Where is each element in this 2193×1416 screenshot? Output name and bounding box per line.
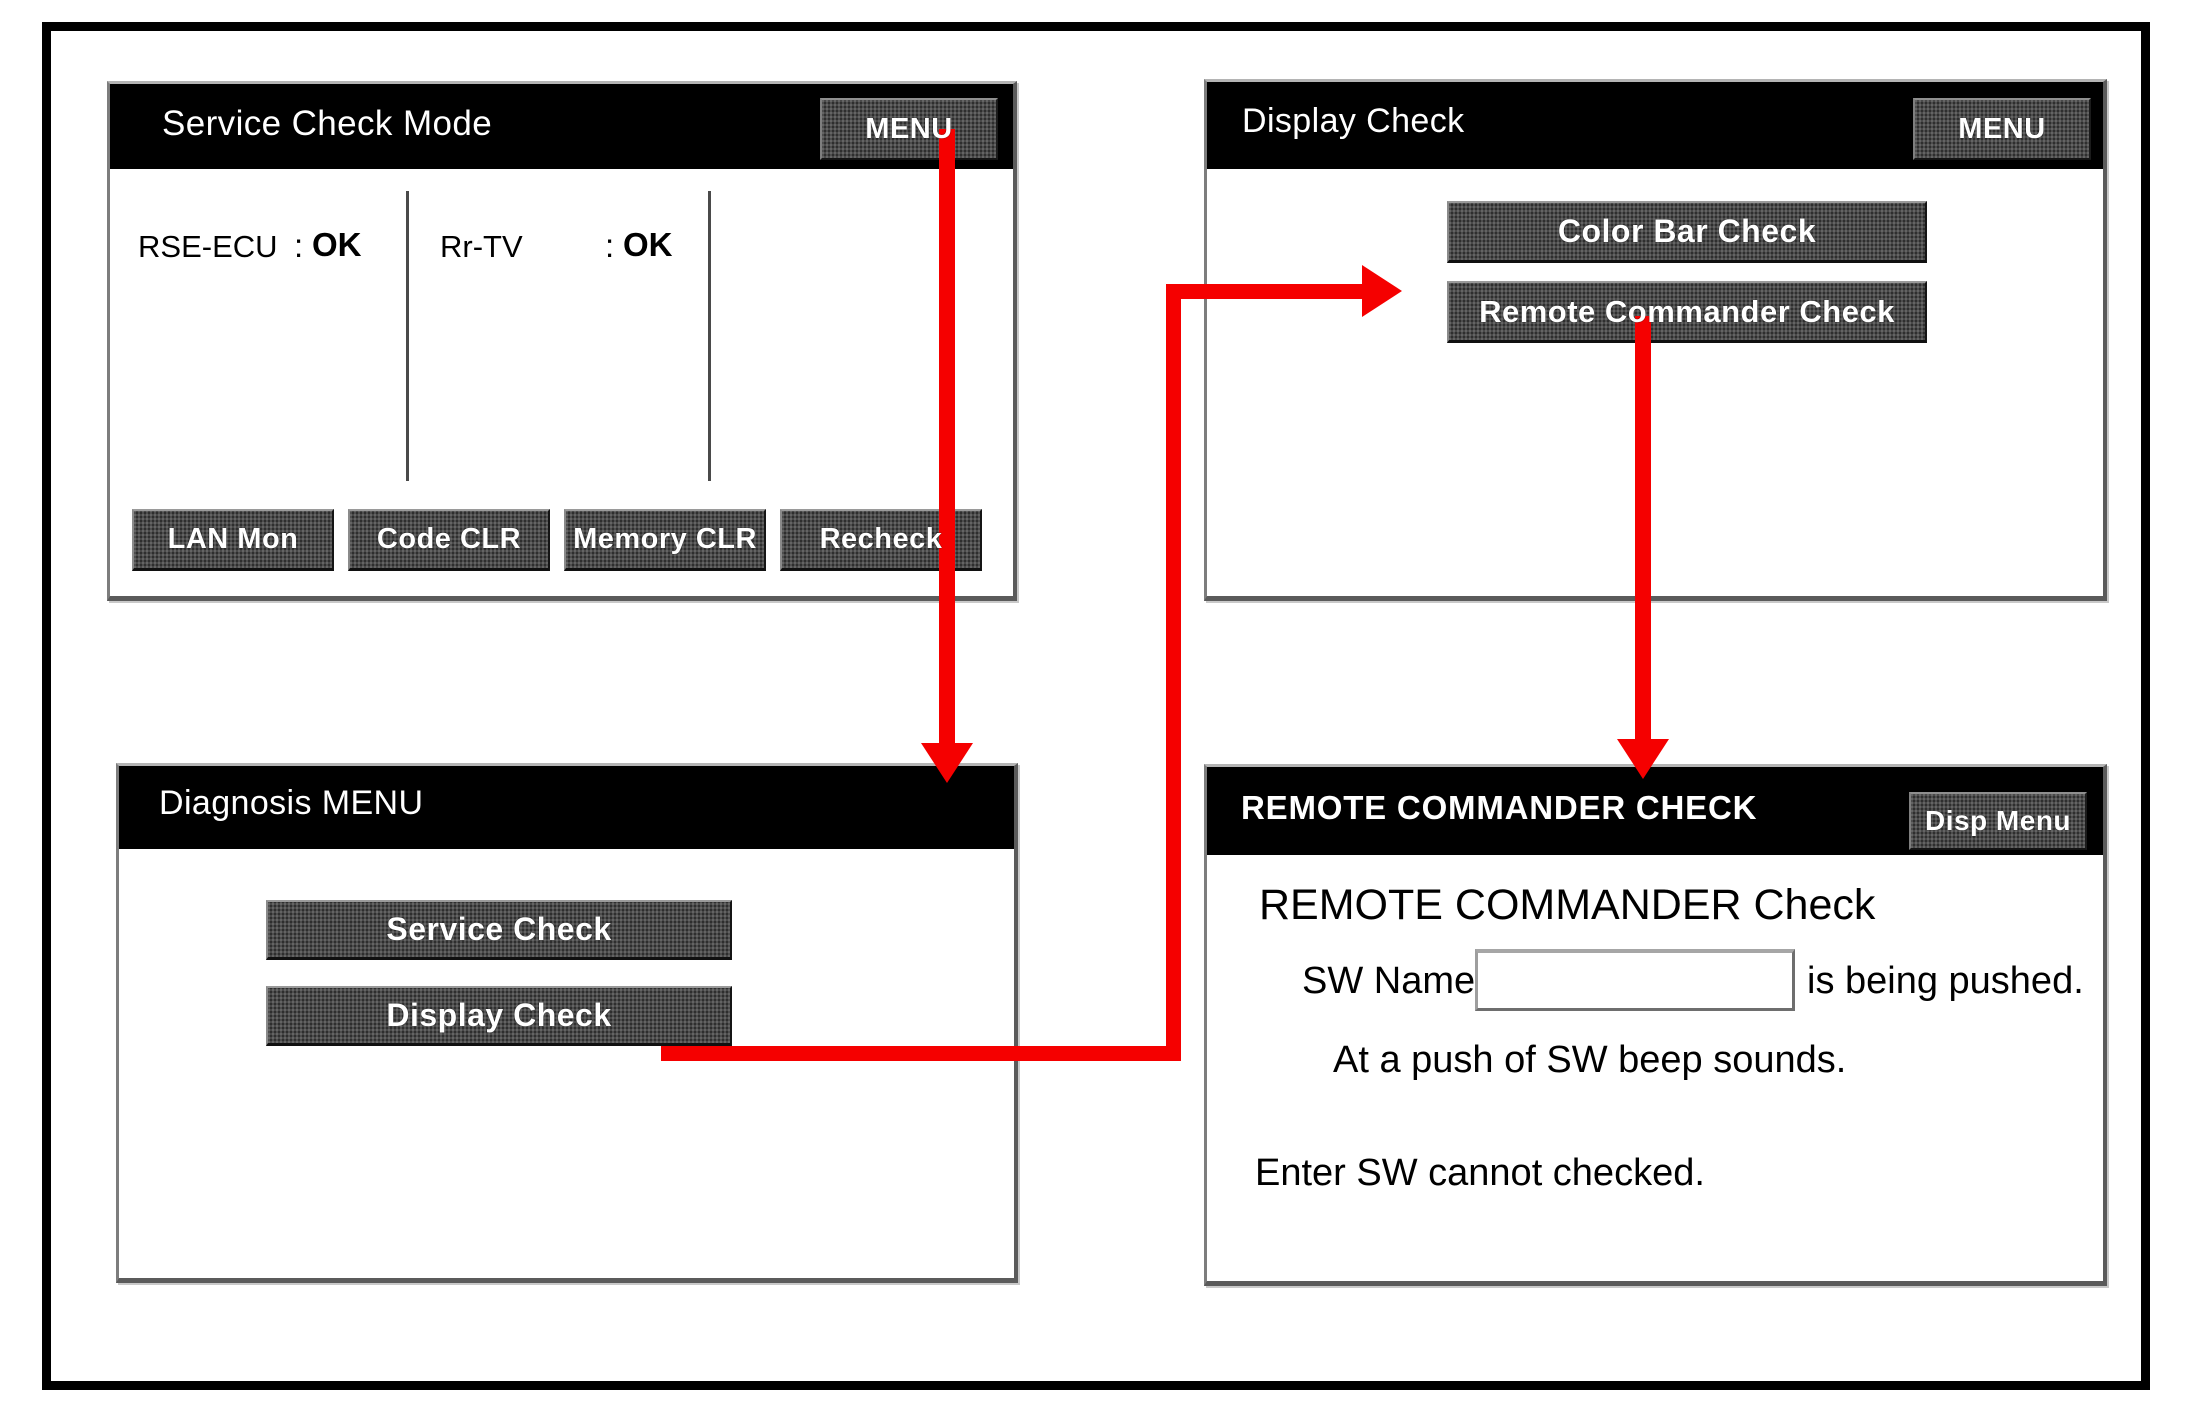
button-color-bar-check-label: Color Bar Check — [1557, 213, 1817, 249]
note-enter-sw: Enter SW cannot checked. — [1255, 1152, 1705, 1194]
button-remote-commander-check[interactable]: Remote Commander Check — [1447, 281, 1927, 343]
display-check-menu-button[interactable]: MENU — [1913, 98, 2091, 160]
service-check-titlebar: Service Check Mode MENU — [110, 84, 1013, 169]
button-color-bar-check[interactable]: Color Bar Check — [1447, 201, 1927, 263]
display-check-menu-button-label: MENU — [1958, 112, 2046, 145]
remote-commander-disp-menu-button[interactable]: Disp Menu — [1909, 792, 2087, 850]
arrow-remote-to-detail-shaft — [1635, 316, 1651, 746]
outer-frame: Service Check Mode MENU RSE-ECU : OK Rr-… — [42, 22, 2150, 1390]
button-service-check[interactable]: Service Check — [266, 900, 732, 960]
remote-commander-titlebar: REMOTE COMMANDER CHECK Disp Menu — [1207, 767, 2103, 855]
button-display-check-label: Display Check — [386, 997, 612, 1033]
panel-remote-commander-check: REMOTE COMMANDER CHECK Disp Menu REMOTE … — [1204, 764, 2107, 1286]
status-value-rr-tv: OK — [623, 226, 673, 263]
service-check-menu-button[interactable]: MENU — [820, 98, 998, 160]
display-check-titlebar: Display Check MENU — [1207, 82, 2103, 169]
button-display-check[interactable]: Display Check — [266, 986, 732, 1046]
note-beep-sounds: At a push of SW beep sounds. — [1333, 1039, 1847, 1081]
display-check-body: Color Bar Check Remote Commander Check — [1207, 169, 2103, 594]
panel-diagnosis-menu: Diagnosis MENU Service Check Display Che… — [116, 763, 1018, 1283]
service-check-menu-button-label: MENU — [865, 112, 953, 145]
button-recheck-label: Recheck — [819, 523, 943, 555]
sw-name-label: SW Name — [1302, 960, 1476, 1002]
arrow-service-menu-to-diagnosis-shaft — [939, 129, 955, 749]
status-separator-rr-tv: : — [605, 227, 615, 264]
status-column-separator-2 — [708, 191, 711, 481]
diagnosis-menu-title: Diagnosis MENU — [159, 784, 424, 822]
button-memory-clr-label: Memory CLR — [573, 523, 757, 555]
status-label-rr-tv: Rr-TV — [440, 229, 523, 264]
service-check-body: RSE-ECU : OK Rr-TV : OK LAN Mon Code CLR… — [110, 169, 1013, 594]
button-lan-mon-label: LAN Mon — [167, 523, 299, 555]
sw-name-input[interactable] — [1475, 949, 1795, 1011]
diagnosis-menu-body: Service Check Display Check — [119, 849, 1014, 1273]
remote-commander-disp-menu-button-label: Disp Menu — [1924, 805, 2072, 836]
arrow-display-check-to-remote-shaft-h1 — [661, 1046, 1181, 1061]
arrow-remote-to-detail-head — [1617, 739, 1669, 779]
status-column-separator-1 — [406, 191, 409, 481]
panel-display-check: Display Check MENU Color Bar Check Remot… — [1204, 79, 2107, 601]
button-code-clr-label: Code CLR — [376, 523, 522, 555]
status-label-rse-ecu: RSE-ECU — [138, 229, 278, 264]
service-check-title: Service Check Mode — [162, 104, 493, 143]
arrow-display-check-to-remote-shaft-v — [1166, 284, 1181, 1056]
button-lan-mon[interactable]: LAN Mon — [132, 509, 334, 571]
arrow-display-check-to-remote-shaft-h2 — [1166, 284, 1366, 299]
button-service-check-label: Service Check — [386, 911, 612, 947]
panel-service-check-mode: Service Check Mode MENU RSE-ECU : OK Rr-… — [107, 81, 1017, 601]
diagnosis-menu-titlebar: Diagnosis MENU — [119, 766, 1014, 849]
sw-name-suffix: is being pushed. — [1807, 960, 2084, 1002]
display-check-title: Display Check — [1242, 102, 1465, 140]
button-memory-clr[interactable]: Memory CLR — [564, 509, 766, 571]
status-separator-rse-ecu: : — [294, 227, 304, 264]
button-remote-commander-check-label: Remote Commander Check — [1479, 293, 1895, 329]
arrow-service-menu-to-diagnosis-head — [921, 743, 973, 783]
remote-commander-body: REMOTE COMMANDER Check SW Name is being … — [1207, 855, 2103, 1281]
remote-commander-title: REMOTE COMMANDER CHECK — [1241, 789, 1758, 826]
status-value-rse-ecu: OK — [312, 226, 362, 263]
arrow-display-check-to-remote-head — [1362, 265, 1402, 317]
button-code-clr[interactable]: Code CLR — [348, 509, 550, 571]
remote-commander-heading: REMOTE COMMANDER Check — [1259, 881, 1876, 929]
